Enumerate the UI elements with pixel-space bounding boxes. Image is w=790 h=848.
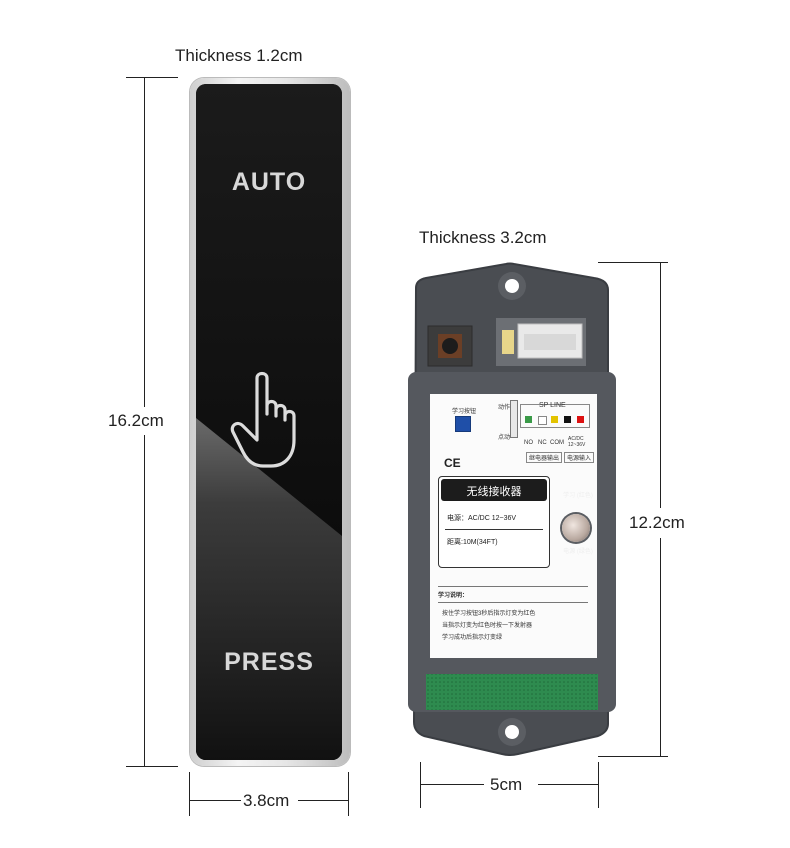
mode-jumper[interactable] (510, 400, 518, 438)
switch-height-line-upper (144, 77, 145, 407)
switch-face-reflection (196, 84, 342, 760)
terminal-com: COM (550, 440, 564, 446)
switch-top-dimension-line (126, 77, 178, 78)
power-indicator-label: 电源 (绿色) (563, 549, 593, 555)
receiver-title: 无线接收器 (466, 486, 522, 498)
wire-white (538, 416, 547, 425)
learn-button[interactable] (455, 416, 471, 432)
switch-width-line-left (189, 800, 241, 801)
title-bar (441, 479, 547, 501)
pointing-hand-icon (229, 370, 309, 475)
power-line: 电源：AC/DC 12~36V (447, 515, 517, 522)
receiver-height-label: 12.2cm (629, 513, 685, 532)
wire-green (525, 416, 532, 423)
switch-thickness-label: Thickness 1.2cm (175, 46, 303, 65)
wire-black (564, 416, 571, 423)
switch-width-line-right (298, 800, 348, 801)
switch-top-text: AUTO (231, 168, 307, 196)
wire-yellow (551, 416, 558, 423)
receiver-width-tick-left (420, 762, 421, 808)
instruction-item: 当指示灯变为红色时按一下发射器 (442, 623, 533, 629)
distance-line: 距离:10M(34FT) (447, 539, 498, 546)
receiver-width-line-right (538, 784, 598, 785)
instructions-divider (438, 602, 588, 603)
title-divider (445, 529, 543, 530)
receiver-width-label: 5cm (490, 775, 523, 794)
action-label: 动作 (498, 405, 511, 411)
receiver-width-line-left (420, 784, 484, 785)
receiver-bottom-dimension-line (598, 756, 668, 757)
learn-indicator-label: 学习 (红色) (563, 493, 593, 499)
receiver-top-dimension-line (598, 262, 668, 263)
learn-button-label: 学习按钮 (452, 409, 477, 415)
wire-red (577, 416, 584, 423)
receiver-width-tick-right (598, 762, 599, 808)
switch-bottom-dimension-line (126, 766, 178, 767)
switch-width-tick-right (348, 772, 349, 816)
ce-mark: CE (444, 456, 461, 470)
instruction-item: 学习成功后指示灯变绿 (442, 635, 503, 641)
instructions-title: 学习说明： (438, 593, 469, 599)
sp-line-box: SP LINE (520, 402, 590, 428)
indicator-led (562, 514, 590, 542)
terminal-nc: NC (538, 440, 547, 446)
receiver-label-card: 学习按钮 动作 点动 SP LINE NO NC COM AC/DC 12~36… (430, 394, 597, 658)
relay-output-label: 继电器输出 (526, 452, 563, 463)
receiver-height-line-lower (660, 538, 661, 756)
switch-height-label: 16.2cm (108, 411, 164, 430)
receiver-thickness-label: Thickness 3.2cm (419, 228, 547, 247)
sp-line-label: SP LINE (539, 402, 566, 409)
power-input-label: 电源输入 (564, 452, 595, 463)
switch-bottom-text: PRESS (224, 648, 314, 676)
instruction-item: 按住学习按钮3秒后指示灯变为红色 (442, 611, 536, 617)
switch-width-label: 3.8cm (243, 791, 290, 810)
title-box: 无线接收器 电源：AC/DC 12~36V 距离:10M(34FT) (438, 476, 550, 568)
switch-face[interactable]: AUTO PRESS (196, 84, 342, 760)
switch-width-tick-left (189, 772, 190, 816)
terminal-power: AC/DC 12~36V (568, 436, 586, 448)
terminal-no: NO (524, 440, 533, 446)
instructions-divider-top (438, 586, 588, 587)
point-label: 点动 (498, 435, 511, 441)
receiver-height-line-upper (660, 262, 661, 508)
switch-height-line-lower (144, 435, 145, 766)
